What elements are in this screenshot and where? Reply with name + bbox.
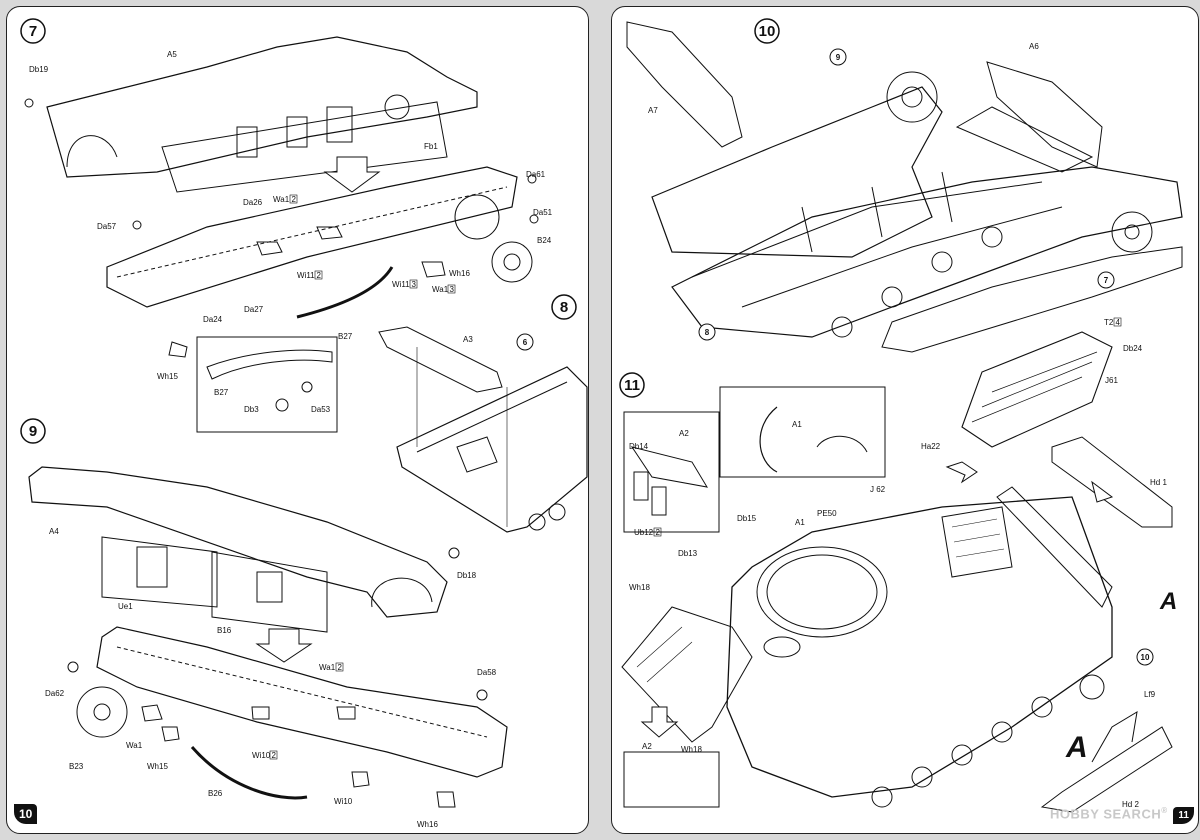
step-7-labels: A5 Db19 Fb1 Da26 Wa1 2 Da61 Da57 Da51 B2… [29,50,553,414]
qty-wi10-2: 2 [272,751,277,760]
step-7: 7 [20,18,539,433]
label-da58: Da58 [477,668,497,677]
step-7-ref: 7 [1104,276,1109,285]
label-db14: Db14 [629,442,649,451]
label-b16: B16 [217,626,232,635]
step-9: 9 [20,418,508,808]
label-b24: B24 [537,236,552,245]
label-db15: Db15 [737,514,757,523]
label-t2: T2 [1104,318,1114,327]
page-number-left: 10 [14,804,38,824]
instruction-page-right: 10 9 7 8 A6 A7 11 [611,6,1199,834]
label-wh18a: Wh18 [629,583,650,592]
callout-letter-a-1: A [1159,588,1177,615]
qty-ub12: 2 [656,528,661,537]
label-da51: Da51 [533,208,553,217]
label-wa1b: Wa1 [126,741,143,750]
label-da57: Da57 [97,222,117,231]
label-j62: J 62 [870,485,886,494]
watermark: HOBBY SEARCH® [1050,806,1168,821]
label-da26: Da26 [243,198,263,207]
instruction-page-left: 7 A5 Db19 Fb1 Da26 Wa1 [6,6,589,834]
label-ub12: Ub12 [634,528,654,537]
label-lf9: Lf9 [1144,690,1156,699]
page-number-right: 11 [1173,807,1194,824]
watermark-text: HOBBY SEARCH [1050,806,1162,822]
label-ue1: Ue1 [118,602,133,611]
label-b27b: B27 [214,388,229,397]
step-9-ref: 9 [836,53,841,62]
label-fb1: Fb1 [424,142,438,151]
label-wh15b: Wh15 [147,762,168,771]
label-b23: B23 [69,762,84,771]
hull-side-panel-a4 [28,466,448,618]
step-7-number: 7 [29,23,37,40]
label-da62: Da62 [45,689,65,698]
callout-letter-a-2: A [1065,731,1088,764]
label-wh16a: Wh16 [449,269,470,278]
qty-wa1-2b: 2 [338,663,343,672]
label-a1-main: A1 [795,518,805,527]
label-a1-inset: A1 [792,420,802,429]
qty-wi11-3: 3 [412,280,417,289]
qty-wa1-2a: 2 [292,195,297,204]
label-b27a: B27 [338,332,353,341]
label-wa1-2b: Wa1 [319,663,336,672]
step-10-ref: 10 [1141,653,1150,662]
label-a2-inset: A2 [679,429,689,438]
label-db13: Db13 [678,549,698,558]
label-a5: A5 [167,50,177,59]
watermark-registered: ® [1161,806,1168,815]
hull-assembly-main [726,496,1113,798]
qty-t2: 4 [1116,318,1121,327]
label-da61: Da61 [526,170,546,179]
label-wh15a: Wh15 [157,372,178,381]
label-wi11-2: Wi11 [297,271,315,280]
label-da53: Da53 [311,405,331,414]
label-a4: A4 [49,527,59,536]
label-a7: A7 [648,106,658,115]
label-a3: A3 [463,335,473,344]
label-wh16b: Wh16 [417,820,438,829]
step-6-ref: 6 [523,338,528,347]
step-10: 10 9 7 8 A6 A7 [626,18,1183,353]
label-wi10: Wi10 [334,797,353,806]
step-9-number: 9 [29,423,37,440]
hull-side-lower [106,166,518,308]
label-db24: Db24 [1123,344,1143,353]
qty-wi11-2: 2 [317,271,322,280]
left-page-diagrams: 7 A5 Db19 Fb1 Da26 Wa1 [20,18,588,829]
step-9-labels: A4 Db18 Ue1 B16 Wa1 2 Da58 Da62 Wa1 Wh15… [45,527,497,829]
label-wa1-3: Wa1 [432,285,449,294]
label-wi10-2: Wi10 [252,751,271,760]
step-8-ref: 8 [705,328,710,337]
step-11: 11 [619,331,1177,813]
label-da27: Da27 [244,305,264,314]
step-8-number: 8 [560,299,568,316]
label-hd1: Hd 1 [1150,478,1167,487]
label-a2-bottom: A2 [642,742,652,751]
step-8: 8 6 A3 [378,294,588,533]
label-db18: Db18 [457,571,477,580]
label-pe50: PE50 [817,509,837,518]
label-b26: B26 [208,789,223,798]
label-ha22: Ha22 [921,442,941,451]
label-hd2: Hd 2 [1122,800,1139,809]
step-10-number: 10 [759,23,776,40]
label-db19: Db19 [29,65,49,74]
right-page-diagrams: 10 9 7 8 A6 A7 11 [619,18,1183,813]
hull-side-panel-a5 [46,36,478,178]
label-da24: Da24 [203,315,223,324]
label-wi11-3: Wi11 [392,280,410,289]
label-wh18b: Wh18 [681,745,702,754]
label-wa1-2a: Wa1 [273,195,290,204]
step-11-labels: T2 4 Db24 J61 Ha22 Hd 1 A1 Db14 A2 Ub12 … [629,317,1167,809]
label-a6: A6 [1029,42,1039,51]
label-j61: J61 [1105,376,1118,385]
qty-wa1-3: 3 [450,285,455,294]
step-11-number: 11 [624,377,640,394]
label-db3: Db3 [244,405,259,414]
